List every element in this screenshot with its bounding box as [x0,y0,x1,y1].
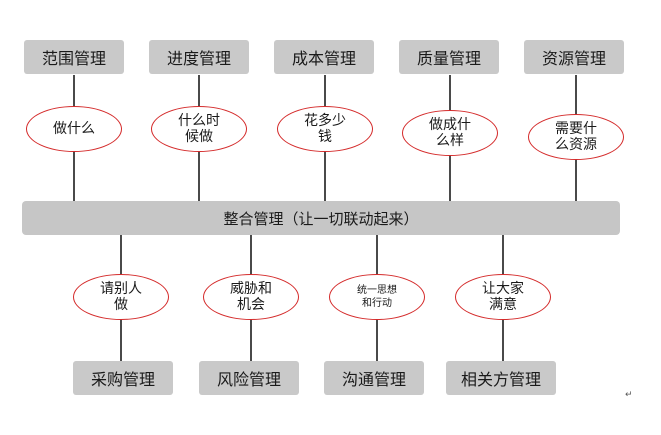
bottom-oval-satisfy: 让大家 满意 [455,274,551,320]
top-oval-what: 做什么 [26,106,122,152]
integration-management-bar: 整合管理（让一切联动起来） [22,201,620,235]
quality-management-box: 质量管理 [399,40,499,74]
bottom-oval-outsource: 请别人 做 [73,274,169,320]
stakeholder-management-box: 相关方管理 [446,361,556,395]
bottom-oval-align: 统一思想 和行动 [329,274,425,320]
risk-management-box: 风险管理 [199,361,299,395]
schedule-management-box: 进度管理 [149,40,249,74]
top-oval-resources: 需要什 么资源 [528,114,624,160]
top-oval-how-much: 花多少 钱 [277,106,373,152]
cost-management-box: 成本管理 [274,40,374,74]
procurement-management-box: 采购管理 [73,361,173,395]
top-oval-how-done: 做成什 么样 [402,110,498,156]
paragraph-mark: ↵ [625,390,633,400]
scope-management-box: 范围管理 [24,40,124,74]
top-oval-when: 什么时 候做 [151,106,247,152]
resource-management-box: 资源管理 [524,40,624,74]
communication-management-box: 沟通管理 [324,361,424,395]
bottom-oval-threats: 威胁和 机会 [203,274,299,320]
